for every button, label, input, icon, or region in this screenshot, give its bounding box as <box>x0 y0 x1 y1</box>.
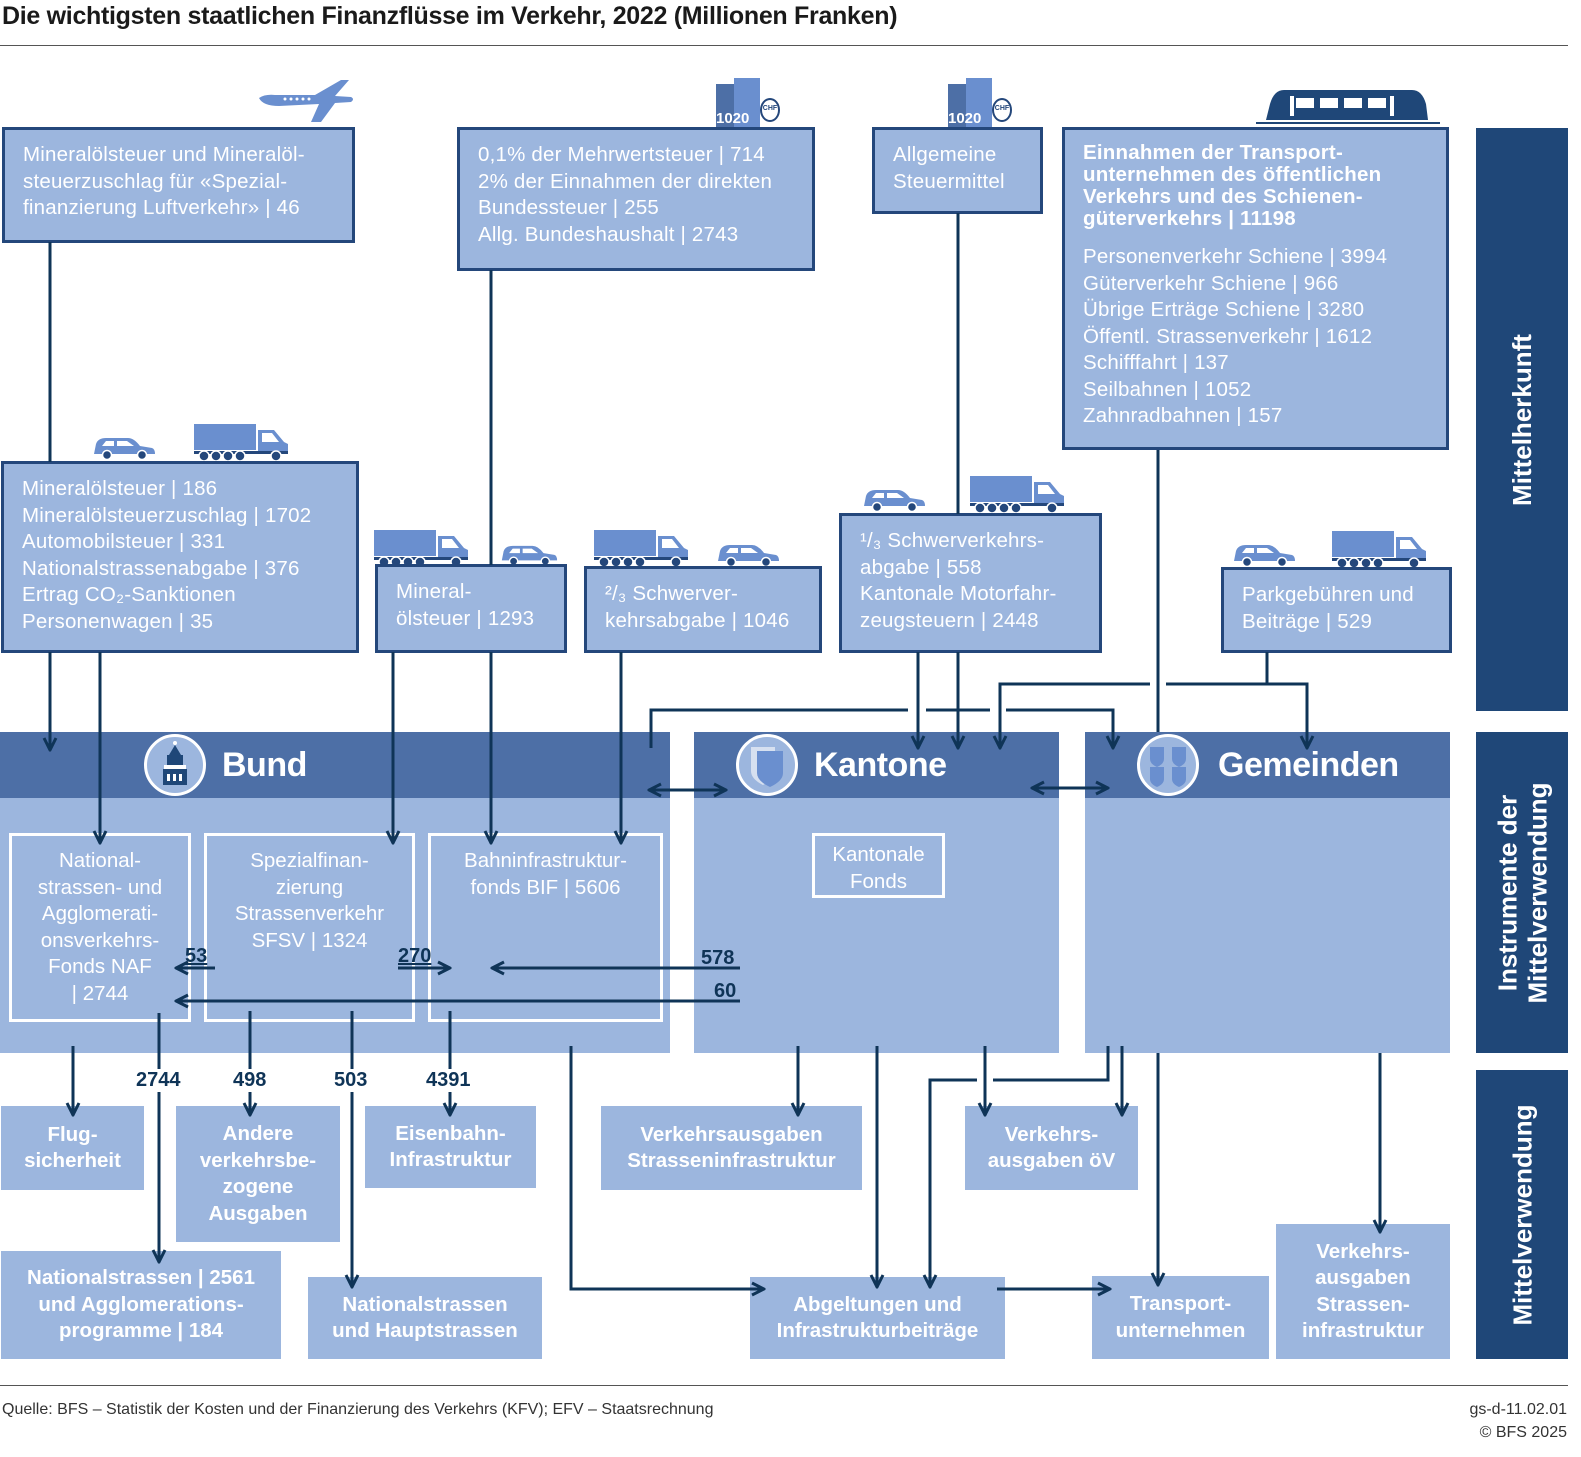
flow-value-kantone-to-bif: 578 <box>701 947 735 969</box>
flow-value-naf-out: 2744 <box>134 1069 183 1092</box>
entity-title: Gemeinden <box>1218 746 1399 784</box>
side-label-herkunft: Mittelherkunft <box>1476 128 1568 711</box>
source-transport-revenue: Einnahmen der Transport­unternehmen des … <box>1062 127 1449 450</box>
copyright: © BFS 2025 <box>1479 1424 1567 1441</box>
shields-icon <box>1137 734 1199 796</box>
use-verkehrsausgaben-oev: Verkehrs-ausgaben öV <box>965 1106 1138 1190</box>
flow-value-kantone-to-naf: 60 <box>714 980 737 1002</box>
flow-value-sfsv-to-bif: 270 <box>398 945 432 967</box>
fund-bif: Bahninfrastruktur-fonds BIF | 5606 <box>428 833 663 1022</box>
source-hvf-two-thirds: ²/₃ Schwerver-kehrsabgabe | 1046 <box>584 566 822 653</box>
airplane-icon <box>259 80 353 122</box>
flow-value-andere: 498 <box>231 1069 269 1092</box>
use-flugsicherheit: Flug-sicherheit <box>1 1106 144 1190</box>
chart-code: gs-d-11.02.01 <box>1469 1401 1567 1418</box>
entity-title: Bund <box>222 746 307 784</box>
federal-palace-icon <box>144 734 206 796</box>
entity-title: Kantone <box>814 746 947 784</box>
entity-gemeinden: Gemeinden <box>1085 732 1450 1053</box>
shield-icon <box>736 734 798 796</box>
use-eisenbahn: Eisenbahn-Infrastruktur <box>365 1106 536 1188</box>
flow-value-sfsv-out: 503 <box>332 1069 370 1092</box>
footer-divider <box>0 1385 1568 1386</box>
use-transportunternehmen: Transport-unternehmen <box>1092 1276 1269 1359</box>
source-mineral-oil-tax: Mineral-ölsteuer | 1293 <box>375 564 567 653</box>
source-note: Quelle: BFS – Statistik der Kosten und d… <box>2 1401 714 1418</box>
title-divider <box>0 45 1568 46</box>
page-title: Die wichtigsten staatlichen Finanzflüsse… <box>2 2 898 30</box>
train-icon <box>1256 90 1440 124</box>
source-air-fuel-tax: Mineralölsteuer und Mineralöl-steuerzusc… <box>2 127 355 243</box>
side-label-verwendung: Mittelverwendung <box>1476 1070 1568 1359</box>
flow-value-bif-out: 4391 <box>424 1069 473 1092</box>
flow-value-naf-from-sfsv: 53 <box>185 945 208 967</box>
